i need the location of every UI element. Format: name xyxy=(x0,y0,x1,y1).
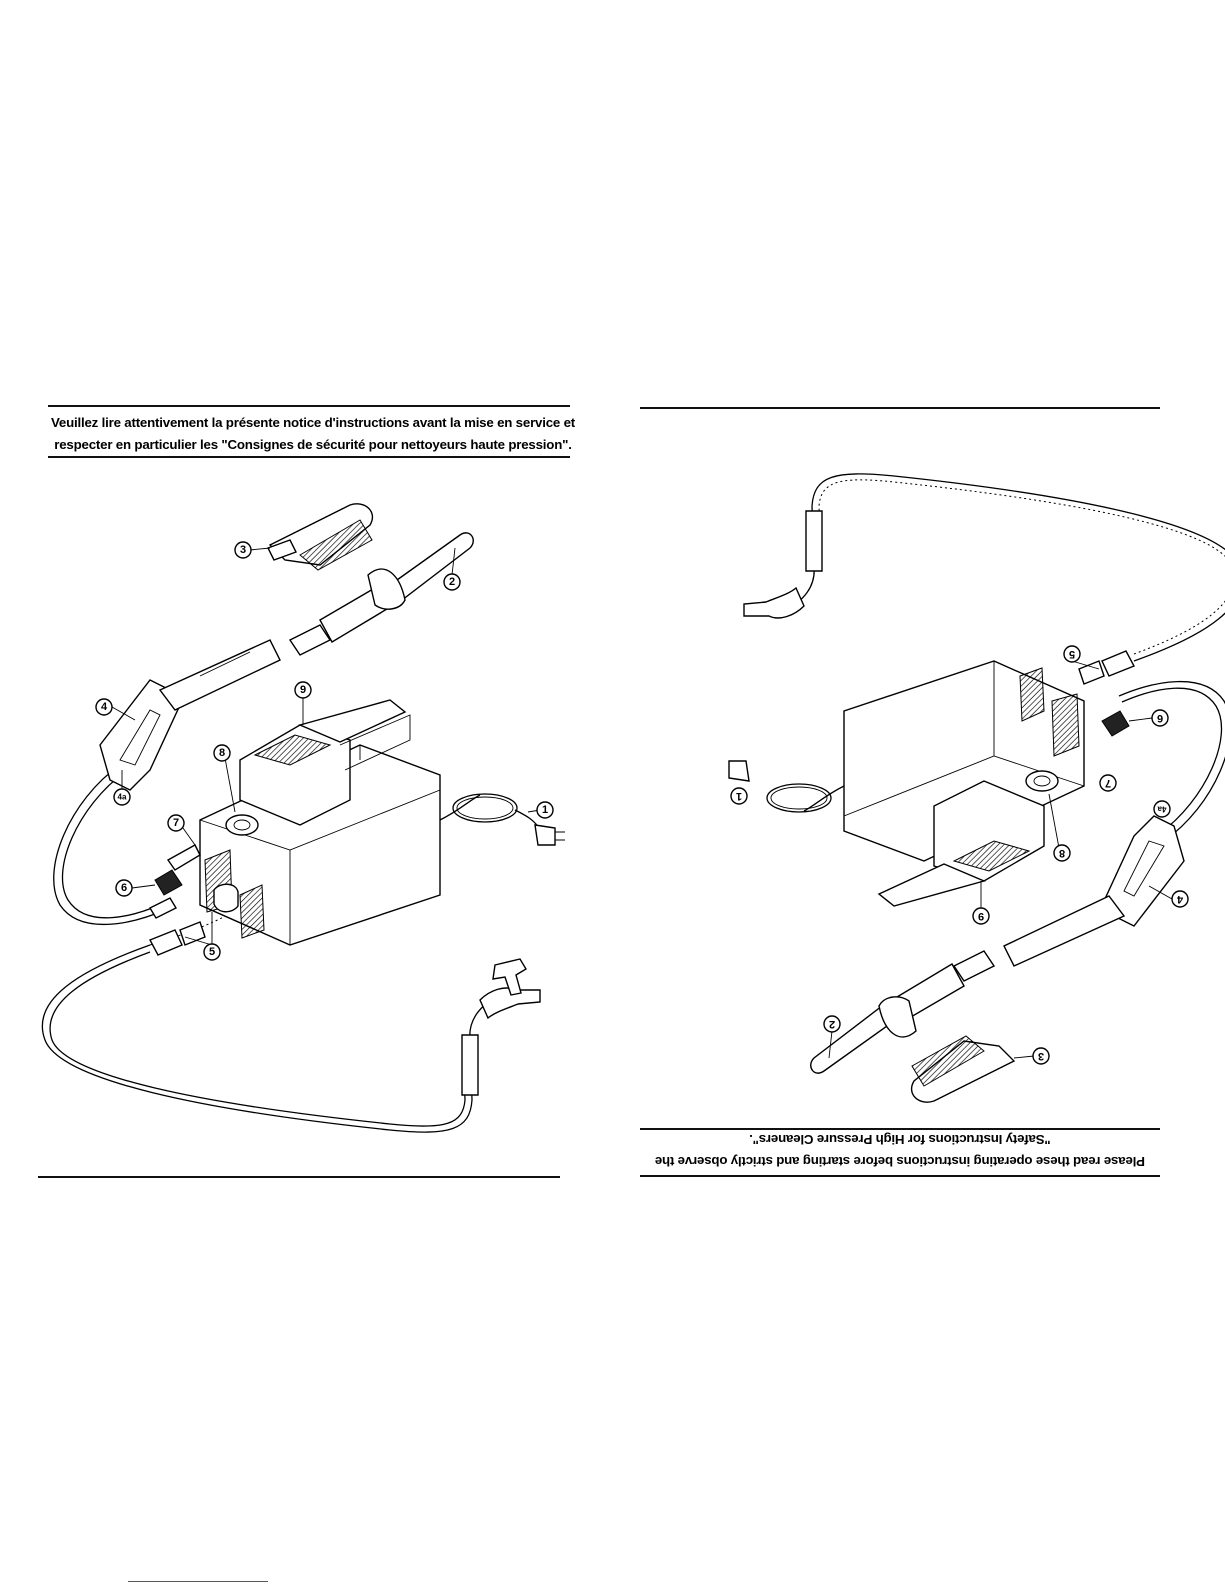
svg-text:4: 4 xyxy=(1176,893,1183,905)
svg-text:6: 6 xyxy=(1157,712,1163,724)
bottom-blue-underline xyxy=(128,1581,268,1582)
left-callout-1: 1 xyxy=(536,801,554,819)
right-callout-4a: 4a xyxy=(1153,800,1171,818)
left-callout-8: 8 xyxy=(213,744,231,762)
svg-text:4a: 4a xyxy=(118,793,127,802)
svg-text:9: 9 xyxy=(300,684,306,696)
right-top-rule xyxy=(640,407,1160,409)
left-inlet-hose xyxy=(41,944,501,1133)
left-bottom-rule xyxy=(38,1176,560,1178)
left-callout-4a: 4a xyxy=(113,788,131,806)
left-leader-lines xyxy=(111,547,541,946)
left-lance xyxy=(288,532,474,656)
left-top-rule xyxy=(48,405,570,407)
left-callout-5: 5 xyxy=(203,943,221,961)
right-callout-1: 1 xyxy=(730,787,748,805)
french-safety-notice: Veuillez lire attentivement la présente … xyxy=(48,412,578,456)
right-callout-7: 7 xyxy=(1099,774,1117,792)
right-over-text-rule xyxy=(640,1128,1160,1130)
right-callout-9: 9 xyxy=(972,907,990,925)
left-main-unit xyxy=(199,699,441,946)
svg-text:6: 6 xyxy=(121,882,127,894)
right-callout-6: 6 xyxy=(1151,709,1169,727)
left-wash-brush xyxy=(267,503,374,571)
svg-text:9: 9 xyxy=(978,910,984,922)
right-pressure-washer-diagram: 1 2 3 4 4a 5 6 7 8 9 xyxy=(728,473,1225,1103)
french-notice-line-2: respecter en particulier les "Consignes … xyxy=(54,437,572,452)
left-hose-coupling xyxy=(461,1034,479,1096)
svg-text:3: 3 xyxy=(240,544,246,556)
right-callout-2: 2 xyxy=(823,1015,841,1033)
svg-text:4a: 4a xyxy=(1157,805,1166,814)
svg-text:1: 1 xyxy=(736,790,742,802)
left-callout-9: 9 xyxy=(294,681,312,699)
right-callout-4: 4 xyxy=(1171,890,1189,908)
svg-text:7: 7 xyxy=(173,817,179,829)
left-spray-gun xyxy=(99,639,281,791)
right-bottom-rule xyxy=(640,1175,1160,1177)
left-under-text-rule xyxy=(48,456,570,458)
svg-text:4: 4 xyxy=(101,701,108,713)
left-switch-knob xyxy=(225,814,259,836)
svg-text:8: 8 xyxy=(1059,847,1065,859)
svg-text:5: 5 xyxy=(209,946,215,958)
right-callout-8: 8 xyxy=(1053,844,1071,862)
left-callout-2: 2 xyxy=(443,573,461,591)
svg-text:3: 3 xyxy=(1038,1050,1044,1062)
left-callout-7: 7 xyxy=(167,814,185,832)
left-callout-3: 3 xyxy=(234,541,252,559)
svg-text:5: 5 xyxy=(1069,648,1075,660)
right-callout-5: 5 xyxy=(1063,645,1081,663)
left-pressure-washer-diagram: 1 2 3 4 4a 5 6 7 8 9 xyxy=(41,503,565,1133)
left-water-tap xyxy=(479,987,541,1020)
svg-text:2: 2 xyxy=(449,576,455,588)
left-high-pressure-hose xyxy=(53,764,166,926)
left-power-cord xyxy=(439,793,565,846)
svg-text:8: 8 xyxy=(219,747,225,759)
svg-text:1: 1 xyxy=(542,804,548,816)
left-connectors xyxy=(149,844,206,956)
svg-text:2: 2 xyxy=(829,1018,835,1030)
left-callout-4: 4 xyxy=(95,698,113,716)
svg-text:7: 7 xyxy=(1105,777,1111,789)
right-callout-3: 3 xyxy=(1032,1047,1050,1065)
left-callout-6: 6 xyxy=(115,879,133,897)
french-notice-line-1: Veuillez lire attentivement la présente … xyxy=(50,415,576,430)
